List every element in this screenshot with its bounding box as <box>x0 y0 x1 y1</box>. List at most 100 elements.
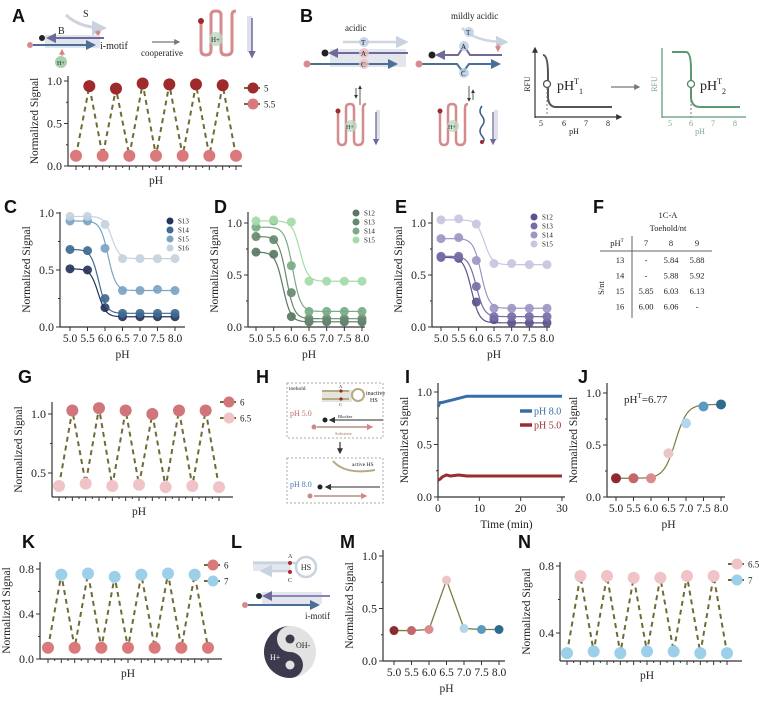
y-tick-label: 0.4 <box>539 626 554 640</box>
fluorophore-dot <box>311 424 317 430</box>
data-point <box>646 473 656 484</box>
data-point <box>199 404 212 417</box>
schematic-plot-1: pHT1 RFU pH 5 6 7 8 <box>523 46 623 136</box>
proton-icon <box>447 120 459 132</box>
data-point <box>136 77 149 90</box>
data-point <box>55 568 68 581</box>
x-tick-label: 7.0 <box>319 333 334 345</box>
x-tick-label: 6 <box>689 119 693 128</box>
data-point <box>454 233 464 243</box>
data-point <box>601 570 613 583</box>
base-t <box>359 37 369 47</box>
x-tick-label: 5.5 <box>266 333 281 345</box>
data-point <box>83 246 92 256</box>
data-point <box>471 281 481 291</box>
label-toehold: toehold <box>289 386 306 392</box>
data-point <box>322 276 332 286</box>
legend-label: 6 <box>240 398 245 408</box>
table-title: 1C-A <box>659 210 679 220</box>
diagram-l: HS A C i-motif H+ OH- <box>242 554 330 678</box>
data-point <box>186 479 199 492</box>
data-point <box>170 308 180 318</box>
x-tick-label: 8 <box>733 119 737 128</box>
base-c <box>459 68 469 78</box>
label-acidic: acidic <box>345 23 367 33</box>
data-point <box>507 318 517 328</box>
data-point <box>150 149 162 162</box>
x-axis-label: pH <box>439 683 453 695</box>
fit-curve <box>615 403 722 479</box>
legend-marker <box>207 575 219 587</box>
x-tick-label: 7.0 <box>504 333 519 345</box>
y-tick-label: 0.5 <box>31 466 46 480</box>
x-axis-label: pH <box>132 506 146 518</box>
table-cell: 6.06 <box>664 302 679 312</box>
data-point <box>489 312 499 322</box>
x-tick-label: 6 <box>562 119 566 128</box>
data-point <box>454 251 464 261</box>
table-corner: pHT <box>610 238 623 248</box>
y-tick-label: 0.5 <box>47 117 62 131</box>
data-point <box>162 567 174 580</box>
label-ohminus: OH- <box>296 641 311 650</box>
data-point <box>269 249 279 259</box>
legend-marker <box>731 558 743 570</box>
x-tick-label: 5 <box>539 119 543 128</box>
imotif-hairpin <box>438 102 469 147</box>
x-tick-label: 8 <box>606 119 610 128</box>
diagram-h: toehold A C inactive HS pH 5.0 Blocker S… <box>286 382 385 504</box>
hs-loop <box>351 388 365 402</box>
data-point <box>175 641 188 654</box>
proton-label: H+ <box>211 36 220 44</box>
base-c <box>359 59 369 69</box>
x-tick-label: 5.0 <box>249 333 264 345</box>
x-axis-label: pH <box>640 670 654 682</box>
active-hs-strand <box>332 460 376 473</box>
y-axis-label: RFU <box>650 76 659 92</box>
y-tick-label: 0.8 <box>539 559 554 573</box>
strand-s <box>64 13 107 36</box>
data-point <box>100 303 110 313</box>
label-c: C <box>339 402 342 407</box>
y-tick-label: 0.0 <box>19 652 34 666</box>
pht-text: pH <box>624 394 638 406</box>
legend-marker <box>530 213 538 221</box>
x-axis-label: pH <box>149 175 163 187</box>
data-point <box>524 303 534 313</box>
label-a: A <box>288 554 293 560</box>
y-axis-label: Normalized Signal <box>13 406 25 493</box>
x-tick-label: 7.0 <box>679 503 694 515</box>
data-point <box>70 149 82 162</box>
data-point <box>667 645 680 658</box>
data-point <box>407 626 416 636</box>
data-point <box>524 260 534 270</box>
proton-icon <box>209 32 223 46</box>
schematic-plot-2: pHT2 RFU pH 5 6 7 8 <box>650 48 746 136</box>
x-tick-label: 7.0 <box>457 667 472 679</box>
panel-label-f: F <box>593 197 604 217</box>
y-tick-label: 0.0 <box>39 320 54 334</box>
y-axis-label: Normalized Signal <box>344 562 356 649</box>
data-point <box>118 254 127 264</box>
fit-curve <box>440 238 547 309</box>
data-point <box>251 247 261 257</box>
state-box-ph5 <box>286 382 384 439</box>
data-point <box>170 286 180 296</box>
transition-point <box>686 79 696 89</box>
x-tick-label: 8.0 <box>168 333 183 345</box>
legend-label: S16 <box>178 245 189 253</box>
x-tick-label: 8.0 <box>540 333 555 345</box>
x-tick-label: 8.0 <box>355 333 370 345</box>
table-row-header: 15 <box>616 286 625 296</box>
released-strand <box>376 110 380 140</box>
data-point <box>53 479 65 492</box>
panel-label-j: J <box>578 367 588 387</box>
fluorophore-dot <box>437 108 443 114</box>
x-tick-label: 5.5 <box>80 333 95 345</box>
pht-sup: T <box>637 392 642 400</box>
pht2-label: pHT2 <box>700 77 726 96</box>
x-tick-label: 8.0 <box>492 667 507 679</box>
